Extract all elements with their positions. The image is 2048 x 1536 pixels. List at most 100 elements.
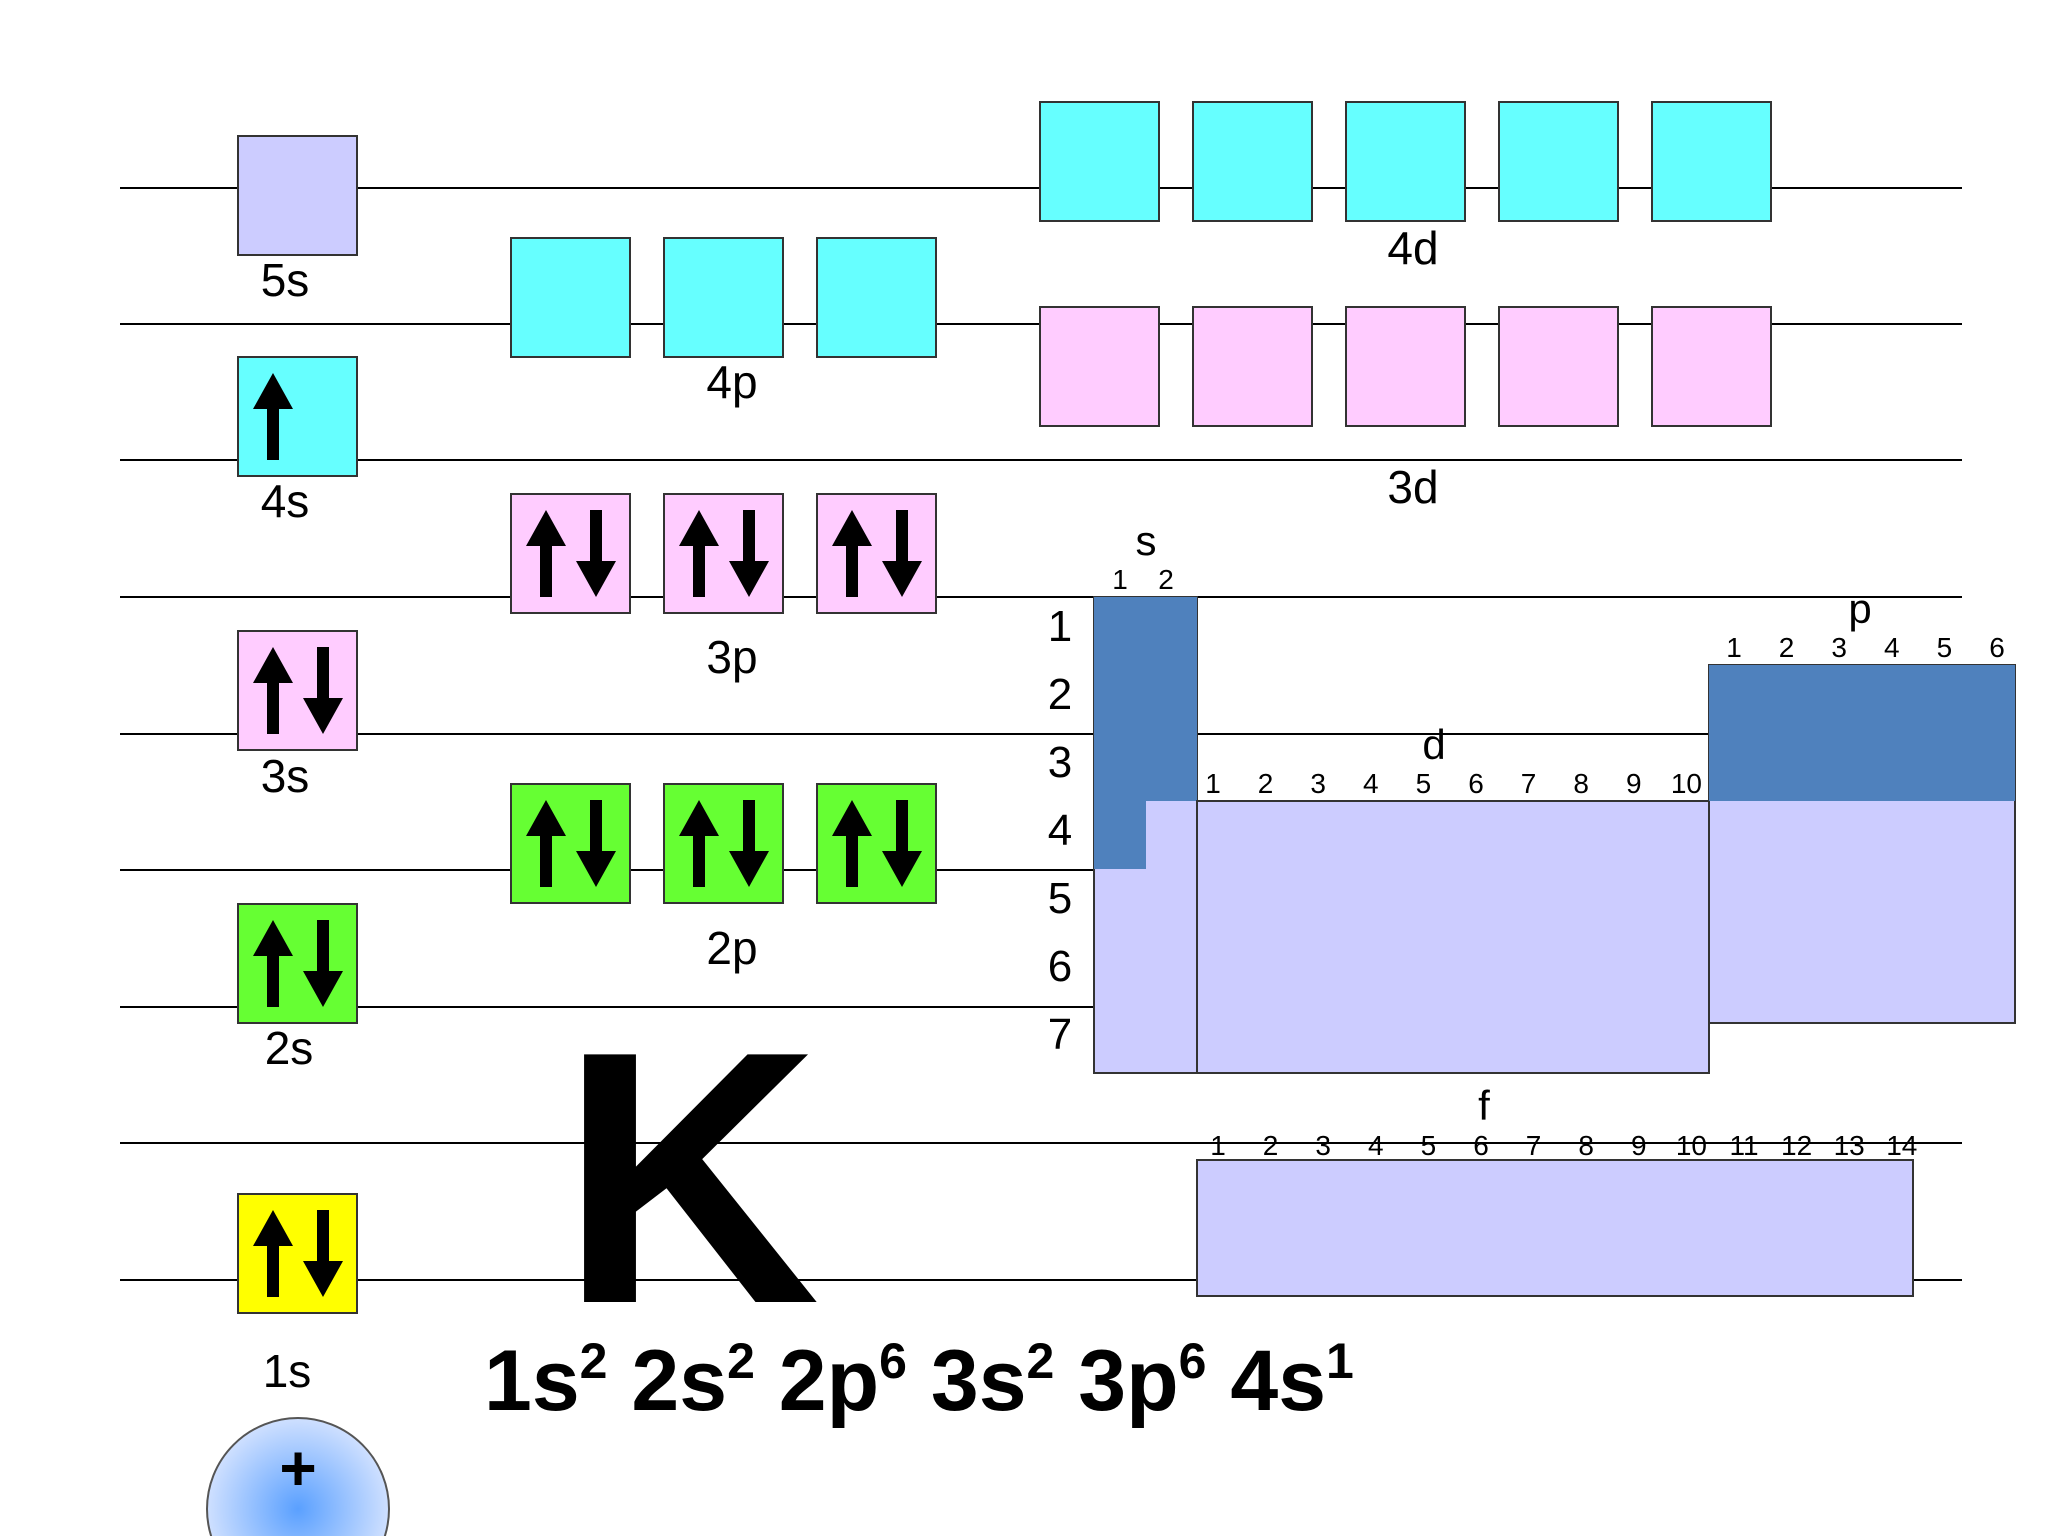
p-column-label: 3 bbox=[1831, 632, 1847, 663]
f-column-label: 11 bbox=[1729, 1130, 1758, 1161]
f-column-label: 10 bbox=[1676, 1130, 1707, 1161]
p-column-label: 5 bbox=[1937, 632, 1953, 663]
d-column-label: 7 bbox=[1521, 768, 1537, 799]
config-orbital: 3s bbox=[931, 1333, 1027, 1429]
spin-down-arrow-icon bbox=[882, 510, 922, 597]
f-column-label: 5 bbox=[1421, 1130, 1437, 1161]
spin-up-arrow-icon bbox=[253, 920, 293, 1007]
d-column-label: 6 bbox=[1468, 768, 1484, 799]
period-label: 4 bbox=[1048, 806, 1072, 855]
orbital-3d: 3d bbox=[1039, 306, 1772, 513]
orbital-box bbox=[663, 493, 784, 614]
orbital-box bbox=[663, 237, 784, 358]
orbital-box bbox=[510, 493, 631, 614]
orbital-box bbox=[816, 237, 937, 358]
orbital-label: 2s bbox=[265, 1022, 314, 1074]
config-electron-count: 1 bbox=[1326, 1333, 1354, 1389]
f-column-label: 2 bbox=[1263, 1130, 1279, 1161]
orbital-box bbox=[1039, 306, 1160, 427]
s-block-filled bbox=[1094, 597, 1197, 801]
spin-up-arrow-icon bbox=[526, 510, 566, 597]
spin-down-arrow-icon bbox=[303, 1210, 343, 1297]
d-column-label: 9 bbox=[1626, 768, 1642, 799]
orbital-4s: 4s bbox=[237, 356, 358, 527]
orbital-box bbox=[237, 630, 358, 751]
orbital-label: 4s bbox=[261, 475, 310, 527]
orbital-label: 1s bbox=[263, 1345, 312, 1397]
spin-up-arrow-icon bbox=[832, 800, 872, 887]
orbital-box bbox=[237, 135, 358, 256]
orbital-4d: 4d bbox=[1039, 101, 1772, 274]
orbital-box bbox=[237, 1193, 358, 1314]
spin-up-arrow-icon bbox=[253, 647, 293, 734]
spin-down-arrow-icon bbox=[729, 800, 769, 887]
config-electron-count: 6 bbox=[1179, 1333, 1207, 1389]
orbital-label: 3s bbox=[261, 750, 310, 802]
f-column-label: 9 bbox=[1631, 1130, 1647, 1161]
spin-down-arrow-icon bbox=[576, 510, 616, 597]
orbital-label: 3p bbox=[706, 631, 757, 683]
p-column-label: 1 bbox=[1726, 632, 1742, 663]
config-space bbox=[755, 1333, 779, 1429]
f-block-title: f bbox=[1478, 1082, 1490, 1129]
config-orbital: 2s bbox=[631, 1333, 727, 1429]
config-space bbox=[1206, 1333, 1230, 1429]
orbital-label: 2p bbox=[706, 922, 757, 974]
spin-down-arrow-icon bbox=[576, 800, 616, 887]
period-label: 1 bbox=[1048, 602, 1072, 651]
orbital-box bbox=[1192, 306, 1313, 427]
orbital-box bbox=[1345, 306, 1466, 427]
orbital-box bbox=[1651, 306, 1772, 427]
orbital-label: 3d bbox=[1387, 461, 1438, 513]
orbital-box bbox=[1192, 101, 1313, 222]
p-column-label: 2 bbox=[1779, 632, 1795, 663]
f-column-label: 7 bbox=[1526, 1130, 1542, 1161]
orbital-5s: 5s bbox=[237, 135, 358, 306]
config-electron-count: 2 bbox=[727, 1333, 755, 1389]
f-column-label: 4 bbox=[1368, 1130, 1384, 1161]
s-block-title: s bbox=[1136, 517, 1157, 564]
orbital-box bbox=[816, 783, 937, 904]
config-electron-count: 2 bbox=[580, 1333, 608, 1389]
element-symbol: K bbox=[560, 977, 820, 1379]
f-column-label: 12 bbox=[1781, 1130, 1812, 1161]
spin-up-arrow-icon bbox=[526, 800, 566, 887]
orbital-box bbox=[663, 783, 784, 904]
spin-up-arrow-icon bbox=[253, 1210, 293, 1297]
electron-configuration: 1s2​ 2s2​ 2p6​ 3s2​ 3p6​ 4s1​ bbox=[484, 1333, 1354, 1429]
spin-down-arrow-icon bbox=[882, 800, 922, 887]
spin-up-arrow-icon bbox=[679, 510, 719, 597]
orbital-box bbox=[237, 903, 358, 1024]
config-orbital: 1s bbox=[484, 1333, 580, 1429]
nucleus-symbol: + bbox=[279, 1432, 316, 1504]
period-label: 2 bbox=[1048, 670, 1072, 719]
d-column-label: 3 bbox=[1310, 768, 1326, 799]
orbital-2s: 2s bbox=[237, 903, 358, 1074]
config-orbital: 2p bbox=[779, 1333, 879, 1429]
d-column-label: 5 bbox=[1416, 768, 1432, 799]
f-column-label: 14 bbox=[1886, 1130, 1917, 1161]
spin-down-arrow-icon bbox=[303, 920, 343, 1007]
config-orbital: 4s bbox=[1230, 1333, 1326, 1429]
s-column-label: 2 bbox=[1158, 564, 1174, 595]
s-block-filled bbox=[1094, 801, 1146, 869]
nucleus-circle bbox=[206, 1417, 390, 1536]
f-column-label: 13 bbox=[1834, 1130, 1865, 1161]
energy-lines bbox=[120, 187, 1962, 1281]
period-label: 6 bbox=[1048, 942, 1072, 991]
orbital-1s: 1s bbox=[237, 1193, 358, 1397]
spin-up-arrow-icon bbox=[253, 373, 293, 460]
f-column-label: 6 bbox=[1473, 1130, 1489, 1161]
p-block-filled bbox=[1709, 665, 2015, 801]
config-space bbox=[1054, 1333, 1078, 1429]
config-space bbox=[607, 1333, 631, 1429]
config-electron-count: 6 bbox=[879, 1333, 907, 1389]
d-column-label: 1 bbox=[1205, 768, 1221, 799]
d-column-label: 4 bbox=[1363, 768, 1379, 799]
orbital-box bbox=[1651, 101, 1772, 222]
